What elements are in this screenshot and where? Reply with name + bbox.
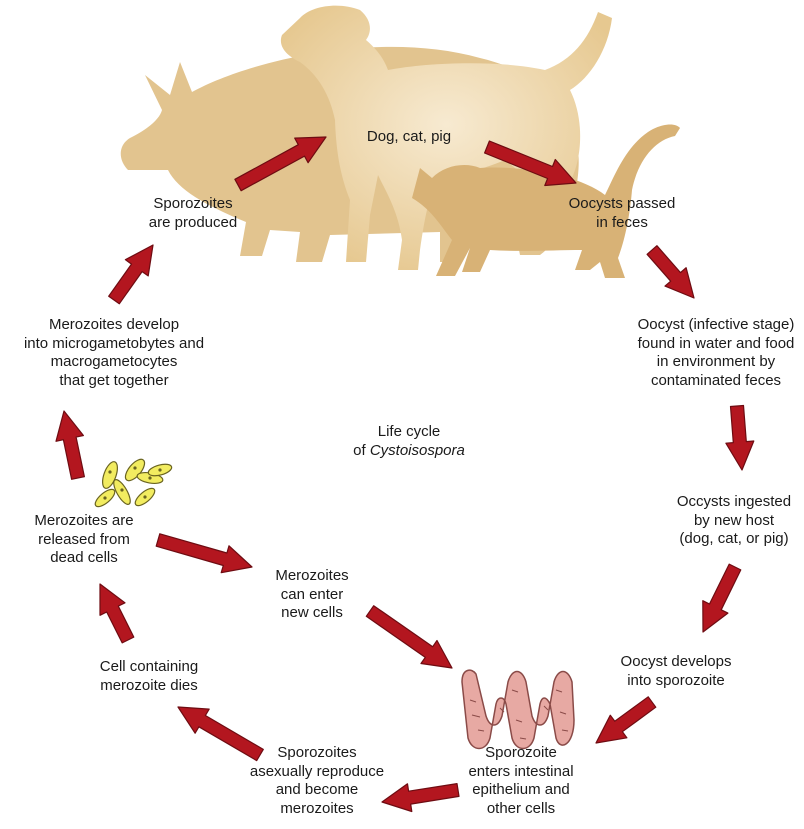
intestine-icon [461,669,575,750]
cycle-arrow [381,782,460,813]
label-line: merozoites [280,799,354,817]
cycle-arrow [177,706,264,762]
label-line: and become [275,781,359,798]
label-line: new cells [281,604,343,621]
cycle-arrow [155,533,253,574]
cat-silhouette [412,124,680,278]
title-prefix: of [353,441,370,459]
label-line: that get together [59,371,169,389]
label-line: can enter [280,585,344,603]
label-line: Merozoites develop [48,316,180,333]
label-line: (dog, cat, or pig) [679,530,789,547]
label-line: merozoite dies [100,676,198,694]
label-line: by new host [693,511,775,529]
label-line: in environment by [656,353,776,370]
cycle-arrow [702,563,742,633]
label-line: Merozoites are [34,512,134,529]
label-line: Cell containing [99,658,199,675]
cycle-arrow [99,583,135,644]
cycle-arrow [595,696,657,744]
cycle-arrow [55,410,86,480]
label-line: Oocyst (infective stage) [637,316,795,333]
label-line: Oocyst develops [620,653,732,670]
label-line: into microgametobytes and [23,334,205,352]
label-line: Sporozoites [277,744,357,761]
label-line: released from [38,530,130,548]
label-line: epithelium and [472,781,570,798]
cycle-arrow [725,404,755,471]
label-line: other cells [486,799,556,817]
cycle-arrow [646,245,695,299]
title-genus: Cystoisospora [369,441,465,459]
cycle-arrow [484,140,577,187]
label-line: Merozoites [275,567,349,584]
label-line: macrogametocytes [50,353,178,370]
label-line: in feces [596,213,648,231]
cycle-arrows [55,136,755,813]
label-line: Occysts ingested [676,493,792,510]
title-line-1: Life cycle [377,423,441,440]
merozoites-icon [94,458,173,508]
title-line-2: of Cystoisospora [353,442,465,461]
label-line: Sporozoites [153,195,233,212]
label-line: enters intestinal [468,762,574,780]
diagram-title: Life cycle of Cystoisospora [353,423,465,460]
label-line: Sporozoite [485,744,557,761]
label-line: dead cells [50,549,118,566]
oocyst-infective-label: Oocyst (infective stage)found in water a… [638,316,795,390]
dog-silhouette [280,5,612,271]
label-line: contaminated feces [650,371,782,389]
label-line: into sporozoite [627,671,725,689]
hosts-label: Dog, cat, pig [367,128,451,147]
label-line: found in water and food [637,334,795,352]
cycle-arrow [108,244,154,305]
label-line: are produced [148,213,238,231]
cycle-arrow [234,136,327,192]
label-line: Dog, cat, pig [366,128,452,145]
label-line: Oocysts passed [568,195,676,212]
label-line: asexually reproduce [249,762,385,780]
cycle-arrow [365,605,453,669]
